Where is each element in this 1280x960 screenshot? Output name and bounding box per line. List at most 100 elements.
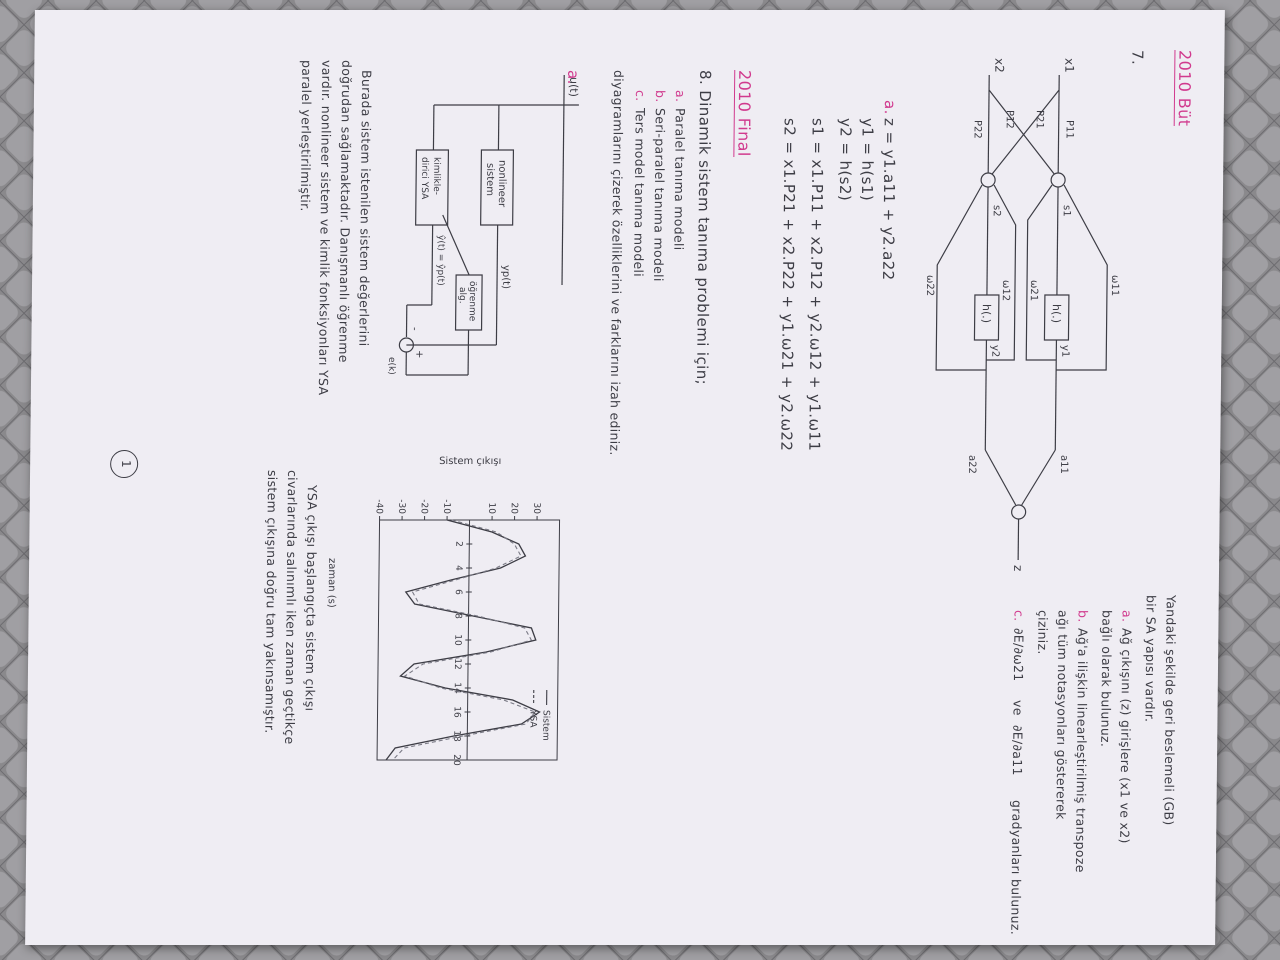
y-tick-label: -40: [374, 499, 384, 514]
diag-h1: h(.): [1050, 304, 1063, 323]
section2-item-b-label: b.: [652, 90, 669, 103]
feedback-network-diagram: x1 x2 P11 P21 P12 P22 s1 s2 h(.) h(.) y1…: [924, 58, 1120, 571]
qc-expr1: ∂E/∂ω21: [1010, 628, 1027, 682]
section1-title: 2010 Büt: [1173, 50, 1195, 127]
explanation-line-1: Burada sistem istenilen sistem değerleri…: [356, 70, 375, 347]
answer-eq-3: y2 = h(s2): [835, 118, 855, 202]
diag-y1: y1: [1059, 345, 1070, 357]
diag-y2: y2: [989, 345, 1000, 357]
learn-label-1: öğrenme: [467, 281, 477, 322]
intro-line-1: Yandaki şekilde geri beslemeli (GB): [1161, 595, 1179, 826]
x-tick-label: 12: [452, 658, 462, 669]
y-tick-label: -10: [441, 499, 451, 514]
block-input: u(t): [567, 77, 580, 97]
minus-sign: -: [409, 327, 420, 331]
rotated-page: 2010 Büt 7. Yandaki şekilde geri besleme…: [25, 10, 1225, 945]
diag-p12: P12: [1004, 110, 1015, 129]
answer-eq-4: s1 = x1.P11 + x2.P12 + y2.ω12 + y1.ω11: [805, 118, 827, 452]
diag-w22: ω22: [924, 275, 935, 296]
y-tick-label: 10: [486, 503, 496, 515]
learn-label-2: alg.: [457, 287, 467, 304]
x-tick-label: 20: [451, 754, 461, 766]
model-label-1: kimlikle-: [431, 157, 441, 195]
section2-item-b: Seri-paralel tanıma modeli: [651, 108, 668, 282]
series-line-sistem: [385, 519, 541, 761]
y-tick-label: -20: [419, 499, 429, 514]
chart-caption-2: civarlarında salınımlı iken zaman geçtik…: [282, 470, 301, 745]
identification-block-diagram: u(t) nonlineer sistem yp(t) kimlikle- di…: [386, 75, 580, 376]
section2-item-c-label: c.: [632, 90, 649, 102]
diag-a22: a22: [966, 455, 977, 474]
x-tick-label: 2: [453, 541, 463, 547]
explanation-line-2: doğrudan sağlamaktadır. Danışmanlı öğren…: [336, 60, 355, 363]
plant-label-2: sistem: [484, 163, 495, 196]
paper-sheet: 2010 Büt 7. Yandaki şekilde geri besleme…: [25, 10, 1225, 945]
plant-output: yp(t): [500, 265, 511, 289]
qa-line-1: Ağ çıkışını (z) girişlere (x1 ve x2): [1117, 628, 1135, 844]
section2-item-c: Ters model tanıma modeli: [631, 108, 648, 278]
question-number-7: 7.: [1128, 50, 1147, 66]
qa-label: a.: [1119, 610, 1135, 623]
y-tick-label: -30: [396, 499, 406, 514]
diag-s2: s2: [991, 205, 1002, 217]
qa-line-2: bağlı olarak bulunuz.: [1098, 610, 1115, 748]
answer-eq-5: s2 = x1.P21 + x2.P22 + y1.ω21 + y2.ω22: [777, 118, 799, 452]
diag-p11: P11: [1064, 120, 1075, 139]
answer-eq-2: y1 = h(s1): [857, 118, 877, 202]
output-sum-node: [1011, 504, 1027, 520]
diag-s1: s1: [1061, 205, 1072, 217]
answer-a-label: a.: [880, 100, 899, 115]
x-tick-label: 6: [453, 589, 463, 595]
series-line-ysa: [392, 519, 536, 761]
legend-label: Sistem: [540, 710, 550, 741]
diag-z: z: [1011, 565, 1025, 571]
diag-x2: x2: [992, 58, 1006, 73]
page-number-circle: 1: [109, 450, 139, 478]
diag-w12: ω12: [1000, 280, 1011, 301]
section2-question: 8. Dinamik sistem tanıma problemi için;: [692, 70, 715, 386]
diag-a11: a11: [1058, 455, 1069, 474]
model-output: ŷ(t) = ŷp(t): [435, 235, 446, 286]
plus-sign: +: [413, 350, 424, 358]
ysa-model-block: [415, 149, 450, 226]
intro-line-2: bir SA yapısı vardır.: [1142, 595, 1159, 723]
explanation-line-4: paralel yerleştirilmiştir.: [297, 60, 315, 212]
explanation-line-3: vardır. nonlineer sistem ve kimlik fonks…: [315, 60, 335, 396]
model-label-2: dirici YSA: [419, 157, 429, 200]
diag-x1: x1: [1062, 58, 1076, 73]
legend-label: YSA: [527, 709, 537, 728]
qb-label: b.: [1075, 610, 1091, 623]
error-label: e(k): [386, 357, 396, 375]
chart-caption-1: YSA çıkışı başlangıçta sistem çıkışı: [302, 485, 320, 712]
answer-eq-1: z = y1.a11 + y2.a22: [879, 118, 899, 281]
section2-tail: diyagramlarını çizerek özelliklerini ve …: [607, 70, 627, 456]
qb-line-1: Ağ'a ilişkin linearleştirilmiş transpoze: [1072, 628, 1091, 873]
diag-h2: h(.): [980, 304, 993, 323]
x-tick-label: 16: [451, 706, 461, 718]
plant-label-1: nonlineer: [496, 160, 508, 208]
page-number: 1: [119, 460, 134, 468]
y-tick-label: 20: [509, 503, 519, 515]
plant-block: [480, 149, 515, 226]
sum-node-s2: [980, 172, 996, 188]
diag-w11: ω11: [1109, 275, 1120, 296]
qc-mid: ve: [1010, 700, 1026, 716]
x-tick-label: 8: [453, 613, 463, 619]
qc-label: c.: [1011, 610, 1027, 622]
sum-node-s1: [1050, 172, 1066, 188]
qc-tail: gradyanları bulunuz.: [1008, 800, 1025, 935]
diag-p21: P21: [1034, 110, 1045, 129]
y-axis-label: Sistem çıkışı: [439, 456, 501, 467]
qc-expr2: ∂E/∂a11: [1009, 725, 1026, 776]
diag-w21: ω21: [1028, 280, 1039, 301]
x-tick-label: 14: [452, 682, 462, 694]
section2-title: 2010 Final: [733, 70, 755, 157]
x-tick-label: 10: [452, 634, 462, 646]
x-tick-label: 4: [453, 565, 463, 571]
qb-line-3: çiziniz.: [1035, 610, 1051, 655]
chart-caption-3: sistem çıkışına doğru tam yakınsamıştır.: [262, 470, 281, 734]
section2-item-a-label: a.: [672, 90, 689, 103]
y-tick-label: 30: [531, 503, 541, 515]
diag-p22: P22: [972, 120, 983, 139]
